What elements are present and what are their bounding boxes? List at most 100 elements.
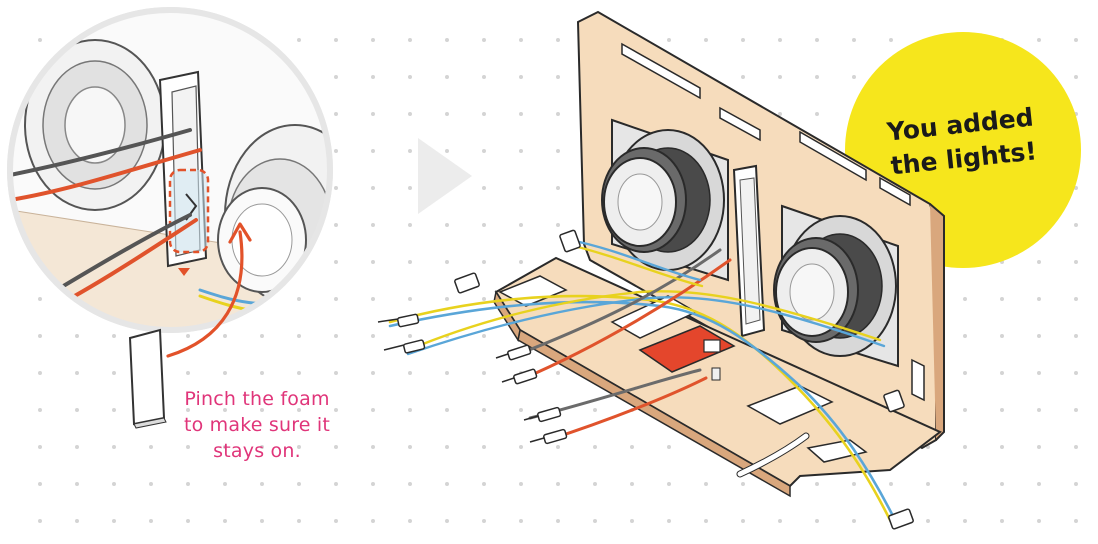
grid-dot <box>482 75 486 79</box>
grid-dot <box>223 334 227 338</box>
speaker-left <box>601 118 729 282</box>
grid-dot <box>38 519 42 523</box>
grid-dot <box>482 297 486 301</box>
grid-dot <box>963 371 967 375</box>
grid-dot <box>75 445 79 449</box>
grid-dot <box>149 445 153 449</box>
grid-dot <box>408 38 412 42</box>
grid-dot <box>852 519 856 523</box>
grid-dot <box>260 519 264 523</box>
grid-dot <box>1074 260 1078 264</box>
grid-dot <box>408 519 412 523</box>
grid-dot <box>445 223 449 227</box>
grid-dot <box>630 519 634 523</box>
grid-dot <box>297 334 301 338</box>
grid-dot <box>556 223 560 227</box>
grid-dot <box>445 445 449 449</box>
grid-dot <box>75 408 79 412</box>
grid-dot <box>630 482 634 486</box>
grid-dot <box>186 334 190 338</box>
wire-connectors <box>377 229 914 530</box>
grid-dot <box>1074 482 1078 486</box>
grid-dot <box>963 408 967 412</box>
grid-dot <box>815 112 819 116</box>
center-bracket <box>732 164 766 338</box>
grid-dot <box>593 519 597 523</box>
grid-dot <box>186 445 190 449</box>
grid-dot <box>482 38 486 42</box>
grid-dot <box>1000 482 1004 486</box>
grid-dot <box>556 112 560 116</box>
grid-dot <box>297 38 301 42</box>
grid-dot <box>852 75 856 79</box>
grid-dot <box>1037 445 1041 449</box>
grid-dot <box>371 223 375 227</box>
grid-dot <box>1074 75 1078 79</box>
grid-dot <box>75 519 79 523</box>
grid-dot <box>963 482 967 486</box>
grid-dot <box>926 519 930 523</box>
grid-dot <box>519 186 523 190</box>
caption-line-3: stays on. <box>213 440 301 462</box>
grid-dot <box>1074 371 1078 375</box>
grid-dot <box>519 149 523 153</box>
grid-dot <box>223 408 227 412</box>
grid-dot <box>408 408 412 412</box>
grid-dot <box>75 371 79 375</box>
grid-dot <box>815 75 819 79</box>
grid-dot <box>408 334 412 338</box>
caption-line-1: Pinch the foam <box>184 388 330 410</box>
grid-dot <box>112 519 116 523</box>
grid-dot <box>926 482 930 486</box>
grid-dot <box>889 38 893 42</box>
grid-dot <box>75 482 79 486</box>
grid-dot <box>334 408 338 412</box>
grid-dot <box>297 482 301 486</box>
grid-dot <box>112 408 116 412</box>
grid-dot <box>223 445 227 449</box>
grid-dot <box>223 371 227 375</box>
grid-dot <box>1000 519 1004 523</box>
grid-dot <box>408 445 412 449</box>
grid-dot <box>963 334 967 338</box>
grid-dot <box>371 260 375 264</box>
grid-dot <box>371 186 375 190</box>
next-step-arrow <box>418 138 472 214</box>
grid-dot <box>371 334 375 338</box>
grid-dot <box>1037 38 1041 42</box>
grid-dot <box>482 223 486 227</box>
grid-dot <box>482 334 486 338</box>
grid-dot <box>297 519 301 523</box>
grid-dot <box>519 408 523 412</box>
grid-dot <box>556 186 560 190</box>
grid-dot <box>482 186 486 190</box>
grid-dot <box>408 297 412 301</box>
grid-dot <box>741 519 745 523</box>
grid-dot <box>741 38 745 42</box>
grid-dot <box>1037 297 1041 301</box>
grid-dot <box>556 482 560 486</box>
grid-dot <box>371 371 375 375</box>
grid-dot <box>704 38 708 42</box>
grid-dot <box>334 371 338 375</box>
grid-dot <box>38 482 42 486</box>
grid-dot <box>38 334 42 338</box>
pinch-arrow <box>166 222 252 358</box>
grid-dot <box>852 38 856 42</box>
grid-dot <box>408 371 412 375</box>
grid-dot <box>556 75 560 79</box>
grid-dot <box>963 519 967 523</box>
pinch-foam-caption: Pinch the foam to make sure it stays on. <box>166 386 348 464</box>
grid-dot <box>445 260 449 264</box>
grid-dot <box>334 334 338 338</box>
grid-dot <box>556 519 560 523</box>
grid-dot <box>815 519 819 523</box>
grid-dot <box>408 223 412 227</box>
grid-dot <box>297 297 301 301</box>
grid-dot <box>334 297 338 301</box>
grid-dot <box>445 371 449 375</box>
grid-dot <box>445 297 449 301</box>
grid-dot <box>519 260 523 264</box>
grid-dot <box>482 112 486 116</box>
